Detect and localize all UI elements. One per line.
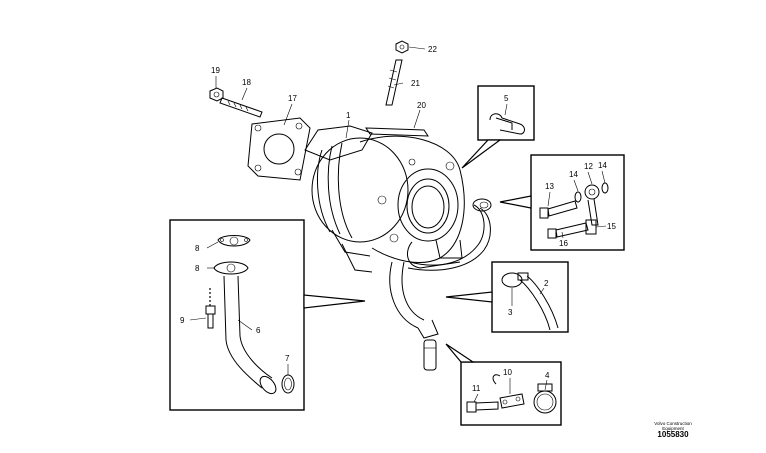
banjo-12[interactable] <box>584 184 600 226</box>
pipe-6[interactable] <box>223 275 279 397</box>
callout-16: 16 <box>559 239 568 248</box>
callout-11: 11 <box>472 384 481 393</box>
callout-19: 19 <box>211 66 220 75</box>
hose-2[interactable] <box>519 275 559 331</box>
callout-17: 17 <box>288 94 297 103</box>
bolt-11[interactable] <box>466 401 499 413</box>
callout-1: 1 <box>346 111 351 120</box>
turbocharger[interactable] <box>304 125 465 273</box>
bolt-16[interactable] <box>547 222 589 239</box>
callout-22: 22 <box>428 45 437 54</box>
detail-box-pipe <box>169 219 366 411</box>
stud-18[interactable] <box>219 97 263 118</box>
gasket-8[interactable] <box>217 235 251 247</box>
washer-14a[interactable] <box>574 191 582 203</box>
clamp-4[interactable] <box>533 383 557 414</box>
callout-9: 9 <box>180 316 185 325</box>
drawing-number: 1055830 <box>657 430 689 439</box>
callout-2: 2 <box>544 279 549 288</box>
clip-5[interactable] <box>489 113 525 135</box>
detail-box-clip <box>461 85 535 169</box>
detail-box-clamp <box>445 343 562 426</box>
callout-labels: 1 2 3 4 5 6 7 8 8 9 10 11 12 13 14 14 15… <box>180 45 616 393</box>
bolt-13[interactable] <box>539 200 578 219</box>
footer-brand: Volvo Construction Equipment <box>638 421 708 431</box>
leader-lines <box>189 46 607 403</box>
nut-19[interactable] <box>209 87 224 102</box>
callout-5: 5 <box>504 94 509 103</box>
callout-3: 3 <box>508 308 513 317</box>
callout-18: 18 <box>242 78 251 87</box>
bolt-9[interactable] <box>205 305 216 329</box>
callout-7: 7 <box>285 354 290 363</box>
callout-20: 20 <box>417 101 426 110</box>
clamp-3[interactable] <box>501 272 529 288</box>
oil-return-pipe[interactable] <box>389 261 439 371</box>
callout-6: 6 <box>256 326 261 335</box>
brand-line-2: Equipment <box>662 426 684 431</box>
callout-8a: 8 <box>195 244 200 253</box>
nut-22[interactable] <box>395 40 409 54</box>
callout-14b: 14 <box>598 161 607 170</box>
detail-box-banjo <box>499 154 625 251</box>
detail-box-hose <box>445 261 569 333</box>
callout-4: 4 <box>545 371 550 380</box>
clip-10[interactable] <box>492 374 525 409</box>
callout-12: 12 <box>584 162 593 171</box>
callout-15: 15 <box>607 222 616 231</box>
callout-13: 13 <box>545 182 554 191</box>
callout-21: 21 <box>411 79 420 88</box>
stud-21[interactable] <box>385 59 403 106</box>
gasket-17[interactable] <box>247 117 311 181</box>
callout-8b: 8 <box>195 264 200 273</box>
brand-line-1: Volvo Construction <box>654 421 692 426</box>
callout-10: 10 <box>503 368 512 377</box>
callout-14a: 14 <box>569 170 578 179</box>
oil-feed-pipe[interactable] <box>407 198 492 271</box>
